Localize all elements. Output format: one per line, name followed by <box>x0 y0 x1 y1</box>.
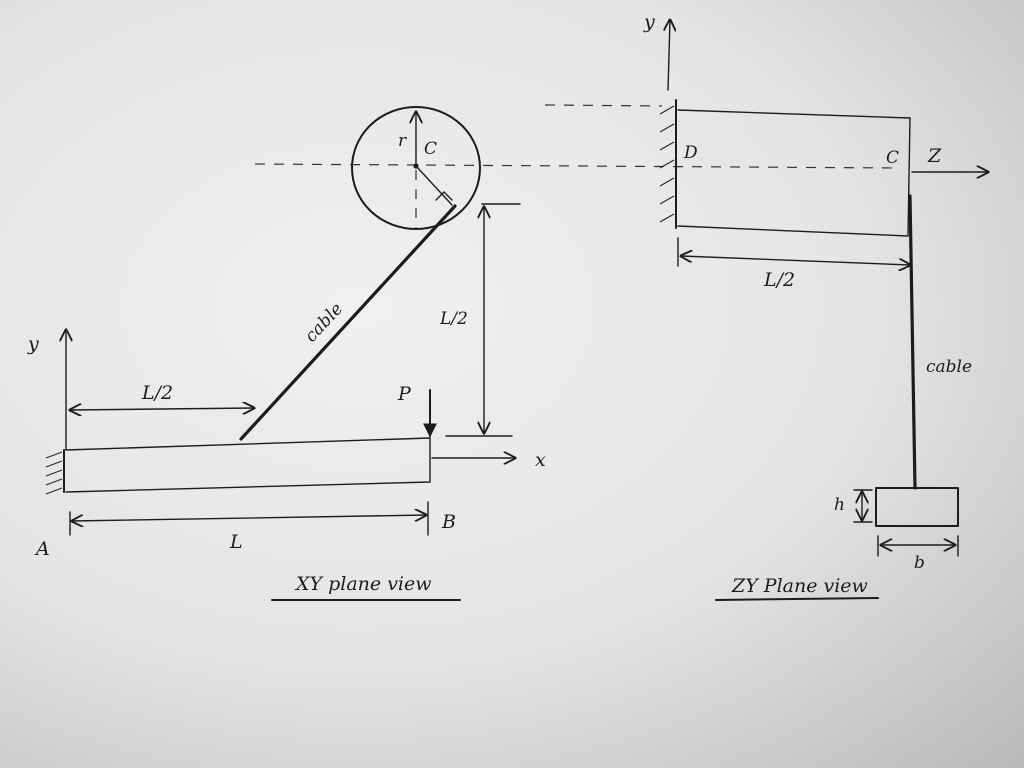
fixed-support-d <box>659 99 677 229</box>
dim-half-length-top <box>70 408 254 410</box>
zy-plane-view: y D C Z L/2 cable h <box>643 11 988 601</box>
point-c-label: C <box>886 148 899 168</box>
beam-ab <box>65 437 431 493</box>
pulley <box>351 106 481 230</box>
xy-plane-view: y x L/2 L A B P L/2 <box>27 106 546 601</box>
zy-caption-underline <box>715 597 879 601</box>
z-axis-label: Z <box>927 145 942 167</box>
fixed-support-a <box>45 449 65 495</box>
right-angle-mark <box>435 191 453 201</box>
center-label: C <box>424 139 437 159</box>
zy-dim-half-length-label: L/2 <box>763 269 795 291</box>
point-b-label: B <box>441 511 456 533</box>
zy-caption: ZY Plane view <box>731 575 868 597</box>
dim-b-label: b <box>914 553 925 573</box>
cable-xy <box>239 204 457 441</box>
tangent-radius <box>415 165 453 206</box>
x-axis-label: x <box>535 449 546 471</box>
dim-length-bottom <box>72 515 426 521</box>
dim-half-length-top-label: L/2 <box>141 382 173 404</box>
centerline-dashed <box>254 163 901 169</box>
cable-zy <box>908 194 917 490</box>
cable-label-zy: cable <box>926 357 972 377</box>
y-axis-zy <box>668 20 670 91</box>
point-d-label: D <box>683 143 698 163</box>
radius-label: r <box>398 131 407 151</box>
y-axis-label-xy: y <box>27 333 39 355</box>
cable-label-xy: cable <box>301 299 347 346</box>
top-reference-dashed <box>544 104 663 107</box>
zy-dim-half-length <box>681 256 910 265</box>
xy-caption: XY plane view <box>294 573 432 595</box>
point-a-label: A <box>34 538 50 560</box>
load-p-label: P <box>397 383 412 405</box>
member-dc <box>677 109 911 237</box>
dim-half-length-vertical-label: L/2 <box>439 309 468 329</box>
cross-section <box>875 487 959 527</box>
dim-h-label: h <box>834 495 845 515</box>
y-axis-label-zy: y <box>643 11 655 33</box>
dim-length-bottom-label: L <box>229 531 243 553</box>
